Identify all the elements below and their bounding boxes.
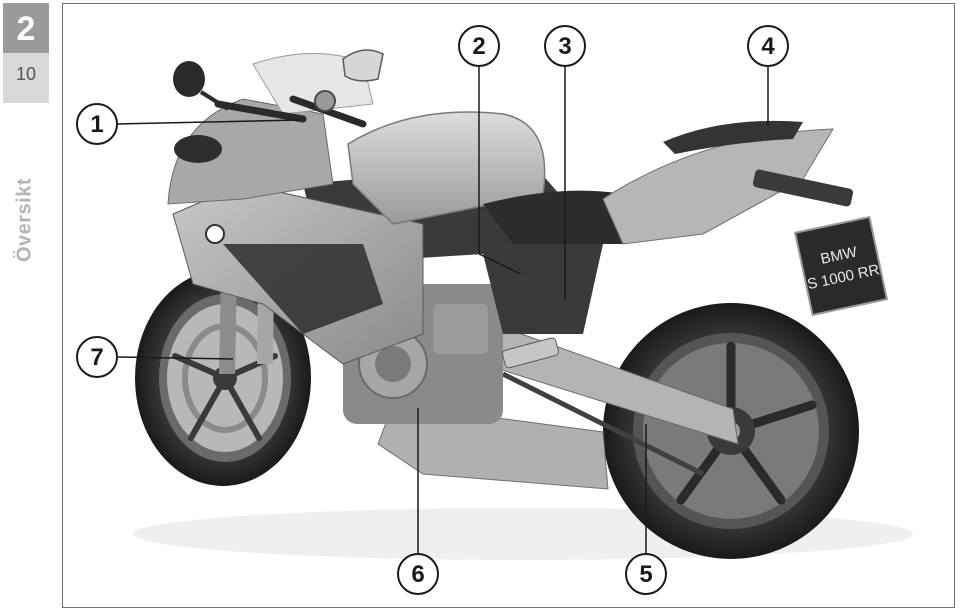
license-plate: BMW S 1000 RR bbox=[793, 215, 889, 317]
left-mirror bbox=[173, 61, 205, 97]
right-mirror bbox=[342, 49, 384, 82]
brake-reservoir bbox=[314, 90, 336, 112]
passenger-seat-cover bbox=[663, 120, 803, 154]
fairing-panel bbox=[223, 244, 383, 334]
exhaust bbox=[377, 403, 609, 490]
svg-text:3: 3 bbox=[558, 33, 571, 60]
bmw-logo bbox=[205, 224, 225, 244]
svg-text:1: 1 bbox=[90, 111, 103, 138]
callout-3: 3 bbox=[544, 25, 586, 67]
chapter-number: 2 bbox=[16, 10, 36, 48]
callout-2: 2 bbox=[458, 25, 500, 67]
handlebar-left bbox=[214, 100, 307, 123]
motorcycle-illustration: BMW S 1000 RR 1 2 3 4 bbox=[76, 25, 913, 595]
callout-5: 5 bbox=[625, 553, 667, 595]
callout-4: 4 bbox=[747, 25, 789, 67]
svg-text:4: 4 bbox=[761, 33, 775, 60]
svg-text:5: 5 bbox=[639, 561, 652, 588]
page-number: 10 bbox=[15, 64, 37, 84]
headlight bbox=[174, 135, 222, 163]
front-fairing bbox=[167, 52, 374, 205]
callout-leaders bbox=[117, 66, 769, 554]
svg-text:6: 6 bbox=[411, 561, 424, 588]
callout-1: 1 bbox=[76, 103, 118, 145]
footpeg bbox=[501, 337, 559, 369]
fuel-tank bbox=[347, 111, 546, 225]
chapter-tab: 2 10 bbox=[3, 3, 49, 103]
callout-6: 6 bbox=[397, 553, 439, 595]
motorcycle-figure: BMW S 1000 RR 1 2 3 4 bbox=[62, 3, 955, 608]
tail-section bbox=[602, 120, 854, 245]
section-title: Översikt bbox=[2, 165, 48, 275]
svg-text:7: 7 bbox=[90, 344, 103, 371]
drive-chain bbox=[501, 371, 705, 477]
callout-7: 7 bbox=[76, 336, 118, 378]
svg-text:2: 2 bbox=[472, 33, 485, 60]
rear-hugger bbox=[752, 169, 854, 207]
section-title-text: Översikt bbox=[13, 177, 36, 263]
